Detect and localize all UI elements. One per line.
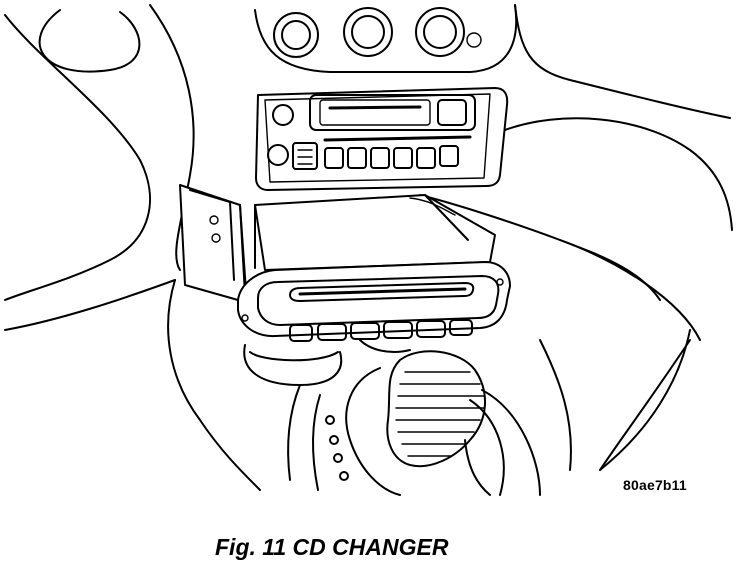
radio-head-unit [255, 87, 509, 191]
cd-changer-buttons [289, 319, 473, 342]
figure-caption: Fig. 11 CD CHANGER [215, 534, 449, 560]
gear-shift-knob [386, 350, 541, 496]
cd-changer-illustration [4, 4, 733, 496]
seat-contours [539, 339, 691, 471]
shift-indicator-holes [325, 415, 349, 481]
dash-left-contours [4, 4, 261, 491]
dash-right-contours [419, 4, 733, 471]
figure-reference-code: 80ae7b11 [623, 477, 687, 493]
center-console [243, 339, 411, 496]
radio-preset-buttons [324, 145, 459, 169]
climate-control-knobs [254, 4, 518, 73]
cd-changer-unit [237, 194, 511, 342]
